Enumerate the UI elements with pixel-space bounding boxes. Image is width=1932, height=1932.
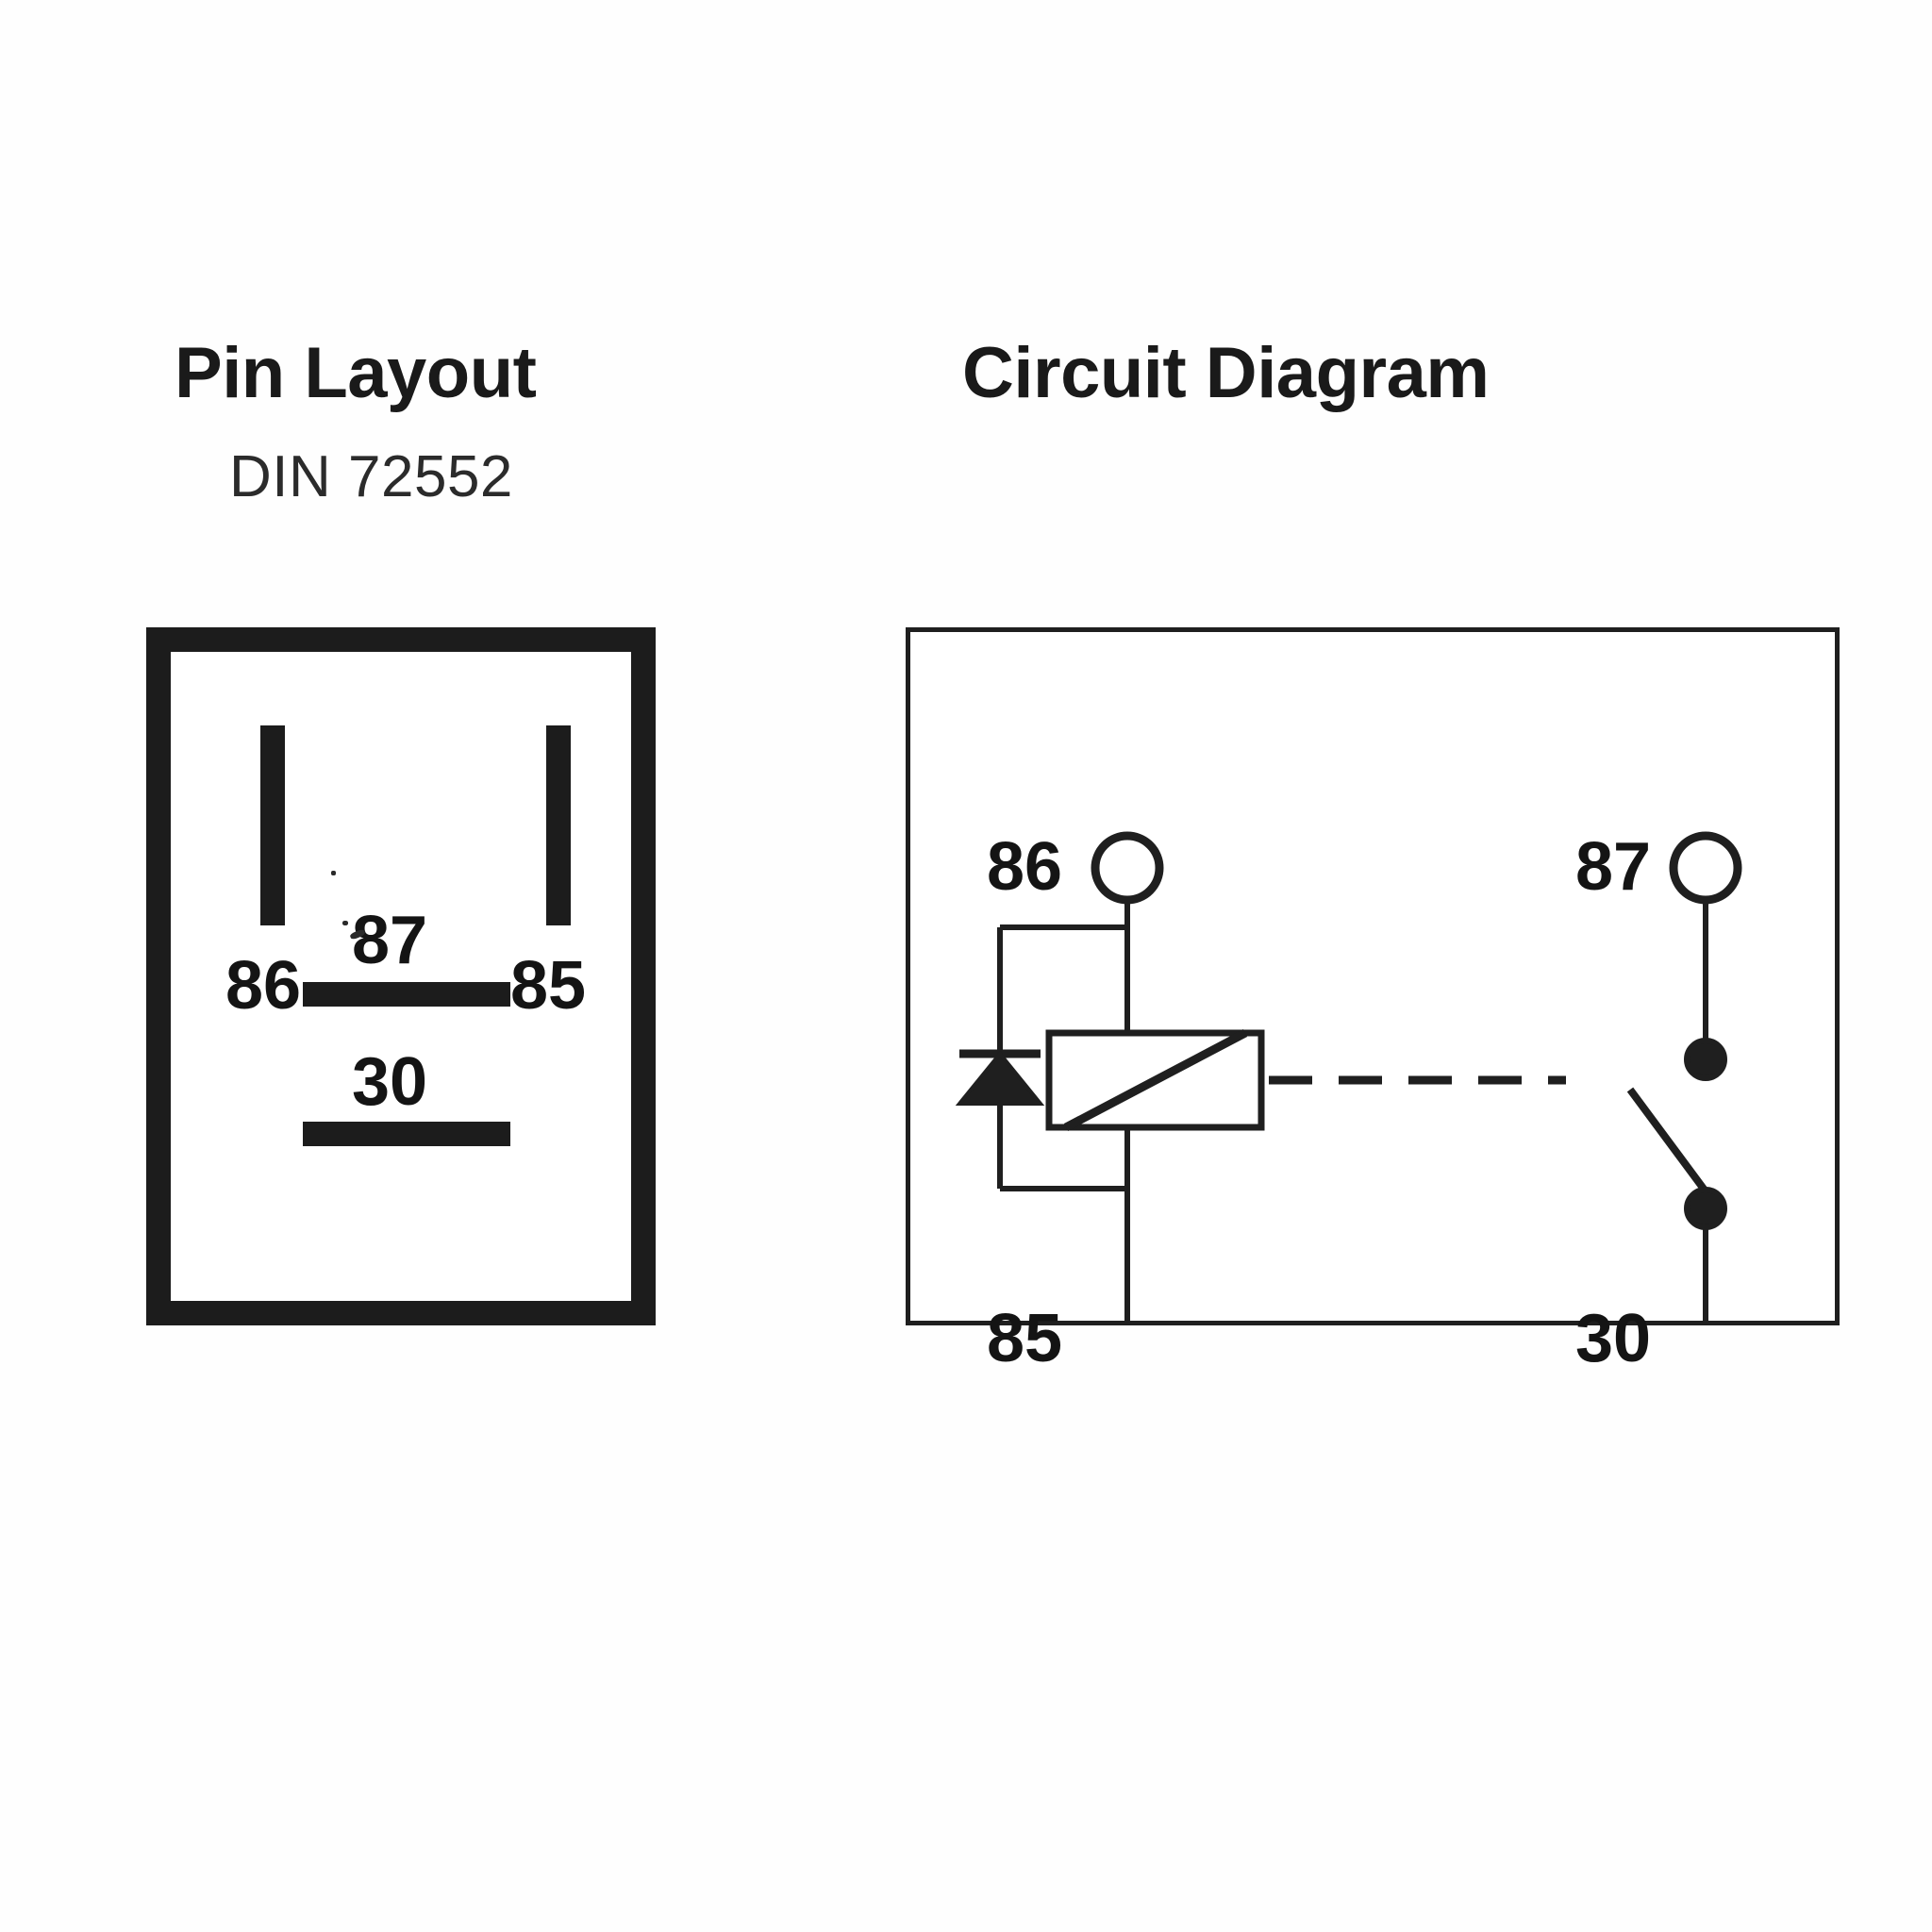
circuit-terminal-label-30: 30 xyxy=(1575,1301,1652,1376)
pin-layout-title: Pin Layout xyxy=(175,333,537,413)
pin-layout-standard-subtitle: DIN 72552 xyxy=(229,444,513,509)
pin-label-87: 87 xyxy=(352,903,428,978)
terminal-circle-86 xyxy=(1091,831,1164,905)
pin-blade-30 xyxy=(303,1122,510,1146)
circuit-schematic-svg xyxy=(955,831,1742,1325)
relay-body-outline: 86 85 87 30 xyxy=(146,627,656,1325)
circuit-diagram-panel: 86 87 85 30 xyxy=(906,627,1840,1373)
relay-coil-rectangle xyxy=(1045,1029,1265,1131)
scan-artifact-speck xyxy=(342,921,348,925)
circuit-diagram-title: Circuit Diagram xyxy=(962,333,1490,413)
scan-artifact-speck xyxy=(331,871,336,875)
diode-anode-triangle xyxy=(955,1050,1045,1106)
contact-dot-upper xyxy=(1684,1038,1727,1081)
pin-blade-86 xyxy=(260,725,285,925)
circuit-terminal-label-86: 86 xyxy=(987,829,1063,905)
circuit-terminal-label-85: 85 xyxy=(987,1301,1063,1376)
pin-label-85: 85 xyxy=(510,948,587,1024)
pin-blade-85 xyxy=(546,725,571,925)
contact-dot-lower xyxy=(1684,1187,1727,1230)
terminal-circle-87 xyxy=(1669,831,1742,905)
pin-label-86: 86 xyxy=(225,948,302,1024)
circuit-terminal-label-87: 87 xyxy=(1575,829,1652,905)
circuit-frame-outline xyxy=(906,627,1840,1325)
pin-label-30: 30 xyxy=(352,1044,428,1120)
relay-coil-diagonal xyxy=(1063,1029,1248,1131)
pin-blade-87 xyxy=(303,982,510,1007)
switch-blade xyxy=(1626,1087,1709,1194)
pin-layout-panel: 86 85 87 30 xyxy=(146,627,656,1325)
